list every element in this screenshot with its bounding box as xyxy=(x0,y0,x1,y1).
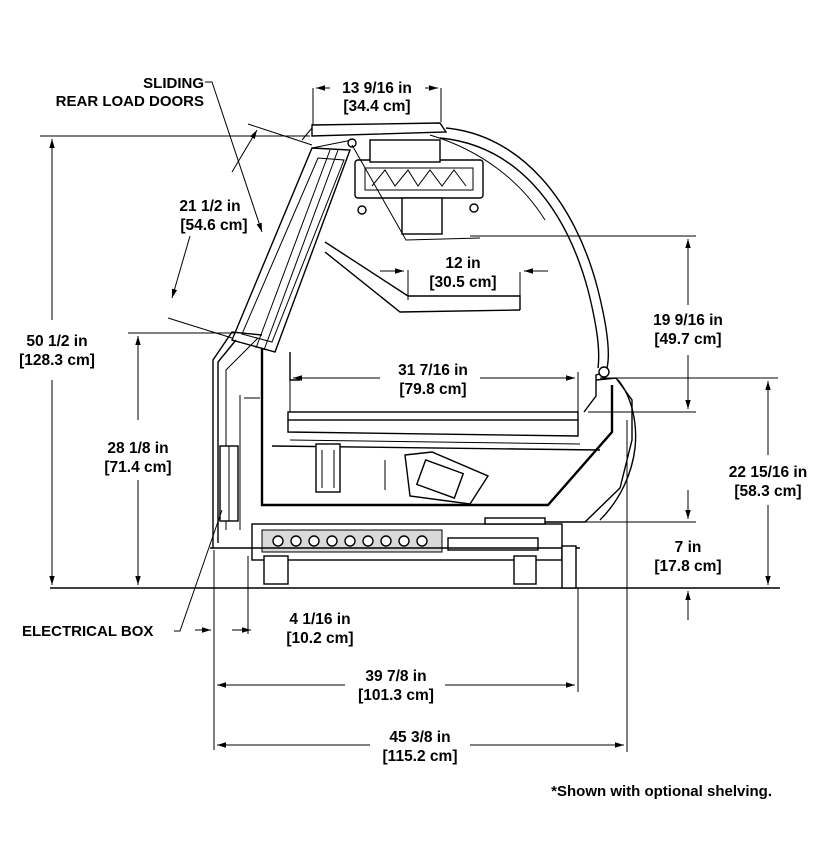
dim-overall-height: 50 1/2 in [128.3 cm] xyxy=(19,333,95,369)
svg-text:31 7/16 in: 31 7/16 in xyxy=(398,362,468,379)
svg-text:[128.3 cm]: [128.3 cm] xyxy=(19,352,95,369)
svg-text:[17.8 cm]: [17.8 cm] xyxy=(654,558,721,575)
svg-text:[101.3 cm]: [101.3 cm] xyxy=(358,687,434,704)
svg-text:4 1/16 in: 4 1/16 in xyxy=(289,611,350,628)
dim-glass-height: 19 9/16 in [49.7 cm] xyxy=(653,312,723,348)
svg-text:[79.8 cm]: [79.8 cm] xyxy=(399,381,466,398)
svg-text:19 9/16 in: 19 9/16 in xyxy=(653,312,723,329)
svg-text:[71.4 cm]: [71.4 cm] xyxy=(104,459,171,476)
coil-fins xyxy=(272,535,428,547)
dim-electrical-offset: 4 1/16 in [10.2 cm] xyxy=(286,611,353,647)
svg-text:39 7/8 in: 39 7/8 in xyxy=(365,668,426,685)
dim-top-canopy: 13 9/16 in [34.4 cm] xyxy=(342,80,412,115)
footnote: *Shown with optional shelving. xyxy=(551,783,772,800)
svg-text:12 in: 12 in xyxy=(445,255,480,272)
svg-text:22 15/16 in: 22 15/16 in xyxy=(729,464,807,481)
svg-text:[115.2 cm]: [115.2 cm] xyxy=(383,748,458,765)
svg-text:[54.6 cm]: [54.6 cm] xyxy=(180,217,247,234)
svg-text:7 in: 7 in xyxy=(675,539,702,556)
svg-text:13 9/16 in: 13 9/16 in xyxy=(342,80,412,97)
sliding-doors-label-line1: SLIDING xyxy=(143,75,204,92)
dim-shelf-depth: 12 in [30.5 cm] xyxy=(429,255,496,291)
dim-front-height: 22 15/16 in [58.3 cm] xyxy=(729,464,807,500)
dim-door: 21 1/2 in [54.6 cm] xyxy=(179,198,247,234)
dim-kick-height: 7 in [17.8 cm] xyxy=(654,539,721,575)
case-outline xyxy=(50,122,780,589)
dim-deck-width: 31 7/16 in [79.8 cm] xyxy=(398,362,468,398)
dim-base-depth: 39 7/8 in [101.3 cm] xyxy=(358,668,434,704)
svg-text:[58.3 cm]: [58.3 cm] xyxy=(734,483,801,500)
dim-overall-depth: 45 3/8 in [115.2 cm] xyxy=(383,729,458,765)
callout-sliding-doors: SLIDING REAR LOAD DOORS xyxy=(56,75,204,110)
svg-text:28 1/8 in: 28 1/8 in xyxy=(107,440,168,457)
svg-text:[10.2 cm]: [10.2 cm] xyxy=(286,630,353,647)
sliding-doors-label-line2: REAR LOAD DOORS xyxy=(56,93,204,110)
svg-text:21 1/2 in: 21 1/2 in xyxy=(179,198,240,215)
electrical-box-label: ELECTRICAL BOX xyxy=(22,623,153,640)
svg-text:[49.7 cm]: [49.7 cm] xyxy=(654,331,721,348)
rear-load-door xyxy=(231,138,357,353)
svg-text:45 3/8 in: 45 3/8 in xyxy=(389,729,450,746)
svg-text:50 1/2 in: 50 1/2 in xyxy=(26,333,87,350)
svg-text:[30.5 cm]: [30.5 cm] xyxy=(429,274,496,291)
dim-rear-height: 28 1/8 in [71.4 cm] xyxy=(104,440,171,476)
dimension-lines xyxy=(40,81,778,752)
svg-text:[34.4 cm]: [34.4 cm] xyxy=(343,98,410,115)
